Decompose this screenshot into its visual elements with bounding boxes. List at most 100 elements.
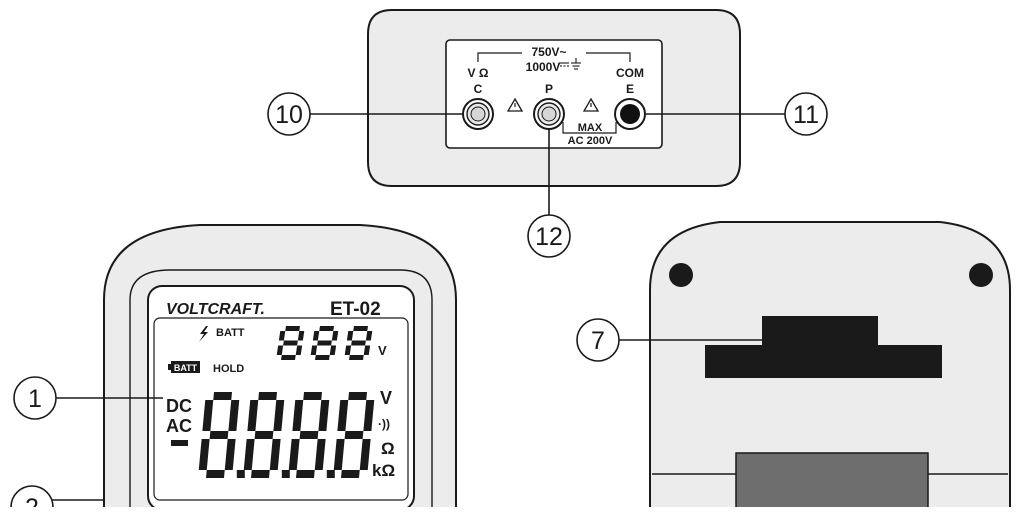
batt-top-label: BATT [216,327,245,339]
big-digit [243,392,290,478]
svg-text:12: 12 [535,223,563,251]
brand-logo: VOLTCRAFT. [166,301,265,318]
big-digit [288,392,335,478]
lightning-icon [199,326,208,342]
svg-text:2: 2 [25,494,39,507]
big-digit-decimal-point [326,470,335,478]
big-digit-segment-0 [348,392,367,400]
small-digit-segment-5 [346,331,354,341]
small-digit-segment-3 [315,355,330,360]
big-digit-segment-5 [202,400,214,431]
small-digit-segment-4 [344,345,352,355]
callout-12: 12 [527,129,571,258]
big-digit-segment-5 [292,400,304,431]
socket-p-label: P [545,82,553,96]
unit-v: V [380,388,392,408]
small-digit-segment-5 [278,331,286,341]
top-device-view: 750V~ 1000V V Ω COM C P E [367,9,741,187]
max-bracket [562,122,617,134]
screw-hole-right [969,263,993,287]
front-device-view: VOLTCRAFT. ET-02 BATT BATT HOLD V DC AC … [103,224,457,511]
label-v-ohm: V Ω [468,66,489,80]
small-digits-unit: V [378,343,387,358]
battery-cover [735,452,929,512]
hold-label: HOLD [213,363,244,375]
stand-clip [705,316,942,378]
small-digit-segment-1 [331,331,339,341]
socket-p [533,98,565,130]
voltage-bracket-right [586,52,631,62]
warning-triangle-icon [582,97,600,112]
small-digit-segment-6 [351,340,366,346]
big-digit-segment-6 [254,431,274,439]
dc-label: DC [166,396,192,416]
big-digit-segment-1 [363,400,375,431]
big-digit-segment-6 [344,431,364,439]
max-line1: MAX [578,122,603,134]
big-digit-segment-2 [224,439,236,470]
model-label: ET-02 [330,299,381,320]
big-digit-segment-1 [318,400,330,431]
callout-7: 7 [576,318,762,362]
small-digit-segment-6 [317,340,332,346]
big-digit-segment-1 [228,400,240,431]
big-digit-segment-4 [288,439,300,470]
ac-label: AC [166,416,192,436]
socket-c [462,98,494,130]
big-digit-segment-3 [296,470,315,478]
small-digit-segment-4 [276,345,284,355]
unit-ohm: Ω [381,439,395,458]
label-com: COM [616,66,644,80]
small-digit-segment-1 [297,331,305,341]
big-digit-segment-6 [299,431,319,439]
rating-line2: 1000V [526,60,561,74]
small-digit-segment-2 [295,345,303,355]
minus-sign [171,440,188,446]
small-digit-segment-2 [363,345,371,355]
big-digit-segment-0 [258,392,277,400]
small-digit [276,326,305,360]
big-digit-segment-3 [206,470,225,478]
big-digits [198,392,375,478]
rating-line1: 750V~ [531,45,566,59]
svg-text:1: 1 [28,385,42,413]
small-digit-segment-3 [281,355,296,360]
socket-e [614,98,646,130]
big-digit-segment-3 [251,470,270,478]
small-digit [310,326,339,360]
small-digit-segment-3 [349,355,364,360]
small-digit-segment-0 [285,326,300,331]
small-digit-segment-0 [353,326,368,331]
small-digits [276,326,373,360]
voltage-bracket-left [477,52,522,62]
big-digit-segment-3 [341,470,360,478]
big-digit-segment-2 [314,439,326,470]
battery-badge: BATT [168,361,200,373]
small-digit-segment-5 [312,331,320,341]
big-digit-segment-4 [198,439,210,470]
big-digit-segment-1 [273,400,285,431]
callout-10: 10 [267,92,463,136]
svg-text:11: 11 [793,101,819,129]
svg-text:BATT: BATT [174,363,198,373]
big-digit-segment-2 [269,439,281,470]
unit-buzzer: ·)) [378,417,390,431]
small-digit-segment-0 [319,326,334,331]
big-digit-segment-6 [209,431,229,439]
big-digit-decimal-point [236,470,245,478]
small-digit-segment-2 [329,345,337,355]
big-digit-segment-0 [213,392,232,400]
socket-panel [445,39,663,149]
big-digit-segment-4 [333,439,345,470]
small-digit-segment-1 [365,331,373,341]
callout-1: 1 [13,376,163,420]
callout-11: 11 [645,92,828,136]
big-digit [198,392,245,478]
big-digit-segment-2 [359,439,371,470]
unit-kohm: kΩ [372,461,395,480]
big-digit-segment-5 [337,400,349,431]
warning-triangle-icon [506,97,524,112]
svg-text:7: 7 [591,327,605,355]
big-digit-segment-5 [247,400,259,431]
